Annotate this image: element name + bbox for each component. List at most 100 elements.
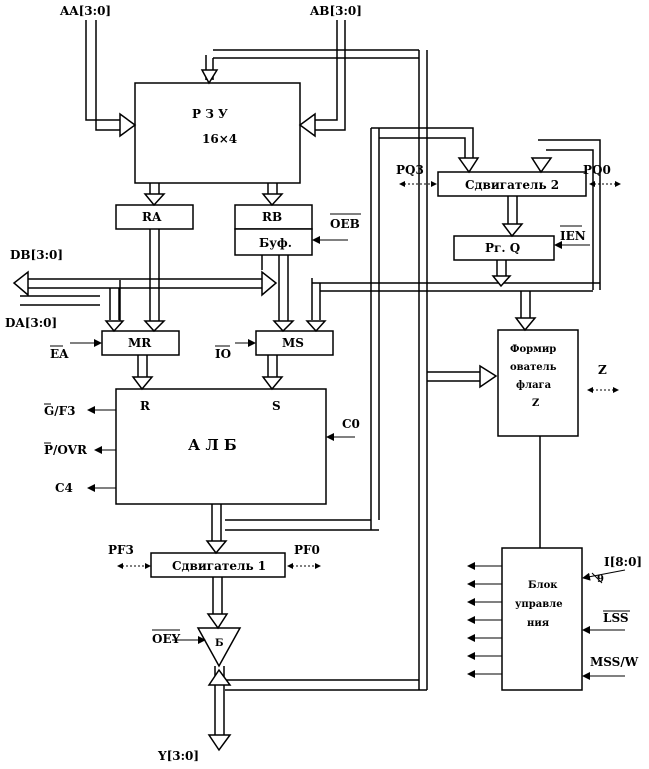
rg-q-label: Рг. Q	[485, 241, 520, 255]
rzu-write-link	[371, 127, 474, 158]
arrow-ab-down	[200, 69, 219, 85]
buf-block	[234, 228, 313, 256]
oeb-label: OEB	[330, 217, 360, 231]
arrow-ra	[143, 193, 166, 207]
buf-label: Буф.	[259, 236, 292, 250]
flag-line1: Формир	[510, 344, 556, 355]
arrow-buffer	[206, 613, 229, 630]
bus9-label: 9	[597, 574, 604, 585]
da-label: DA[3:0]	[5, 316, 57, 330]
io-label: IO	[215, 347, 231, 361]
rzu-size: 16×4	[202, 132, 237, 146]
rb-to-ms	[278, 255, 289, 325]
ab-bus	[315, 20, 346, 131]
ms-to-alu	[267, 355, 278, 378]
rb-label: RB	[262, 210, 282, 224]
arrow-alu-r	[131, 376, 154, 391]
y-label: Y[3:0]	[157, 749, 199, 763]
ea-label: EA	[50, 347, 69, 361]
da-bus	[20, 295, 100, 306]
q-bus	[312, 282, 600, 292]
ms-block	[255, 330, 334, 356]
q-to-flag	[520, 291, 531, 318]
alu-out-link	[225, 519, 379, 531]
alu-s-label: S	[272, 399, 281, 413]
pf3-label: PF3	[108, 543, 134, 557]
i-line	[582, 569, 626, 581]
ctrl-line1: Блок	[528, 580, 558, 591]
arrow-y-up	[207, 668, 232, 686]
shifter1-label: Сдвигатель 1	[172, 559, 266, 573]
ctrl-line2: управле	[515, 599, 563, 610]
p-ovr-label: P/OVR	[44, 443, 88, 457]
buffer-b-label: Б	[215, 638, 224, 649]
ien-label: IEN	[560, 229, 586, 243]
arrow-bus-flag	[479, 364, 498, 389]
flag-z-block	[497, 329, 579, 437]
arrow-ms	[272, 320, 295, 333]
z-label: Z	[598, 363, 607, 377]
g-f3-label: G/F3	[44, 404, 76, 418]
output-buffer	[196, 627, 242, 668]
i-label: I[8:0]	[604, 555, 642, 569]
ra-block	[115, 204, 194, 230]
arrow-mr2	[104, 320, 125, 333]
arrow-alu-s	[261, 376, 284, 391]
arrow-db-right	[261, 270, 278, 297]
db-to-mr	[109, 288, 120, 320]
mr-label: MR	[128, 336, 152, 350]
pq0-label: PQ0	[583, 163, 611, 177]
pf0-label: PF0	[294, 543, 320, 557]
c0-label: C0	[342, 417, 360, 431]
arrow-y-down	[207, 734, 232, 752]
rb-block	[234, 204, 313, 230]
arrow-shifter2b	[530, 157, 553, 174]
mss-w-label: MSS/W	[590, 655, 639, 669]
shifter1-to-buffer	[212, 577, 223, 615]
main-bus	[418, 50, 428, 690]
alu-title: А Л Б	[188, 436, 237, 454]
flag-line4: Z	[532, 398, 539, 409]
arrow-flag	[514, 317, 537, 332]
ms-label: MS	[282, 336, 304, 350]
ab-bus-link	[213, 49, 419, 59]
ra-label: RA	[142, 210, 162, 224]
shifter2-label: Сдвигатель 2	[465, 178, 559, 192]
i-bus-tick	[591, 572, 603, 584]
flag-line3: флага	[516, 380, 552, 391]
shifter2-to-q	[507, 196, 518, 225]
alu-to-shifter1	[211, 504, 222, 542]
alu-r-label: R	[140, 399, 151, 413]
ra-to-mr	[149, 229, 160, 325]
oey-label: OEY	[152, 632, 181, 646]
mr-to-alu	[137, 355, 148, 378]
arrow-ms2	[305, 320, 327, 333]
rzu-block	[134, 82, 301, 184]
c4-label: C4	[55, 481, 73, 495]
aa-bus	[85, 20, 120, 131]
alu-block	[115, 388, 327, 505]
ab-label: AB[3:0]	[309, 4, 362, 18]
rzu-title: Р З У	[192, 107, 228, 121]
arrow-db-left	[12, 270, 29, 297]
pq3-label: PQ3	[396, 163, 424, 177]
lss-label: LSS	[603, 611, 629, 625]
arrow-mr	[143, 320, 166, 333]
db-label: DB[3:0]	[10, 248, 63, 262]
q-to-ms	[311, 278, 321, 320]
ctrl-line3: ния	[527, 618, 550, 629]
bus-bottom	[225, 679, 427, 691]
arrow-ab	[298, 112, 316, 138]
mr-block	[101, 330, 180, 356]
arrow-shifter1	[205, 540, 228, 555]
shifter2-block	[437, 171, 587, 197]
arrow-rgq	[501, 223, 524, 238]
control-unit-block	[501, 547, 583, 691]
flag-line2: ователь	[510, 362, 557, 373]
arrow-shifter2a	[457, 157, 480, 174]
arrow-rb	[261, 193, 284, 207]
arrow-aa	[119, 112, 137, 138]
aa-label: AA[3:0]	[59, 4, 111, 18]
